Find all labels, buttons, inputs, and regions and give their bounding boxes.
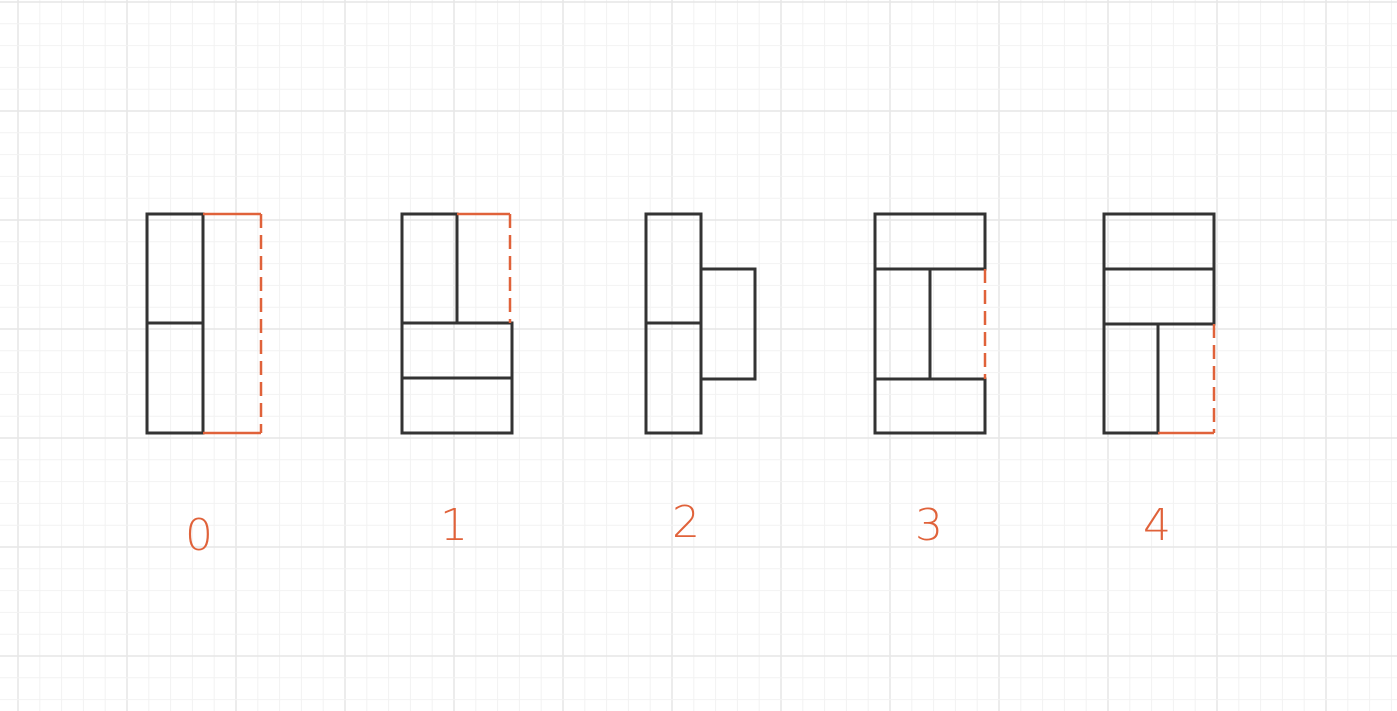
figure-3: 3 <box>873 212 987 551</box>
figure-1: 1 <box>400 212 514 551</box>
figure-label: 3 <box>915 500 943 551</box>
block <box>145 321 205 435</box>
block <box>873 377 987 435</box>
figure-label: 1 <box>440 500 468 551</box>
figure-label: 0 <box>185 510 213 561</box>
figure-label: 2 <box>672 497 700 548</box>
block <box>1102 267 1216 326</box>
block <box>699 267 757 381</box>
block <box>400 376 514 435</box>
block <box>145 212 205 325</box>
block <box>1102 322 1160 435</box>
figure-0: 0 <box>145 212 263 561</box>
figure-label: 4 <box>1143 500 1171 551</box>
block <box>644 212 703 325</box>
figure-2: 2 <box>644 212 757 548</box>
figure-4: 4 <box>1102 212 1216 551</box>
